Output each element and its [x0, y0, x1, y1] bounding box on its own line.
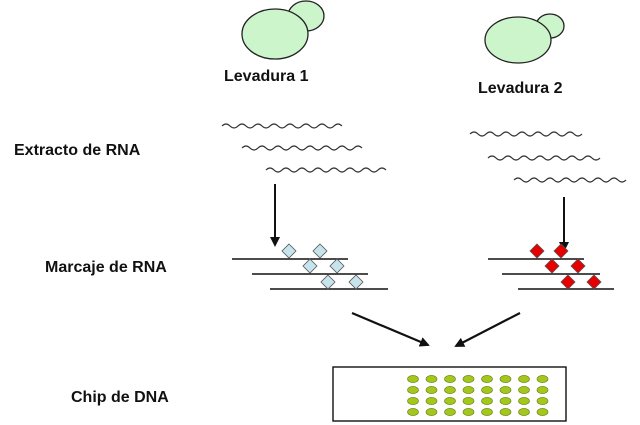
- rna-strand: [241, 145, 363, 151]
- label-marker: [570, 258, 586, 274]
- label-markers-right: [529, 243, 602, 290]
- arrow-to-chip-right: [454, 312, 521, 347]
- labeled-rna-left: [232, 258, 388, 290]
- chip-spot: [518, 386, 530, 394]
- chip-spots: [407, 375, 549, 416]
- label-marker: [544, 258, 560, 274]
- label-marker: [348, 274, 364, 290]
- chip-spot: [444, 408, 456, 416]
- chip-spot: [481, 375, 493, 383]
- yeast-2-label: Levadura 2: [478, 80, 563, 97]
- rna-strand: [469, 131, 583, 137]
- labeled-rna-right: [488, 258, 614, 290]
- chip-spot: [481, 397, 493, 405]
- chip-spot: [462, 375, 475, 383]
- arrow-to-chip-left: [351, 311, 430, 347]
- chip-spot: [499, 397, 512, 405]
- label-marker: [560, 274, 576, 290]
- rna-strand: [513, 177, 627, 183]
- label-markers-left: [281, 243, 364, 290]
- chip-spot: [499, 386, 512, 394]
- chip-spot: [536, 408, 549, 416]
- rna-strands-left: [221, 123, 387, 173]
- label-marker: [281, 243, 297, 259]
- chip-spot: [407, 375, 419, 383]
- chip-spot: [481, 386, 493, 394]
- rna-strand: [221, 123, 343, 129]
- chip-spot: [407, 408, 419, 416]
- chip-spot: [536, 397, 549, 405]
- step-chip-label: Chip de DNA: [71, 389, 169, 406]
- rna-strand: [265, 167, 387, 173]
- rna-strand: [487, 155, 601, 161]
- chip-spot: [499, 375, 512, 383]
- yeast-1-cell: [241, 0, 325, 60]
- label-marker: [586, 274, 602, 290]
- label-marker: [320, 274, 336, 290]
- chip-spot: [499, 408, 512, 416]
- chip-spot: [407, 386, 419, 394]
- step-labeling-label: Marcaje de RNA: [45, 259, 167, 276]
- chip-spot: [518, 375, 530, 383]
- label-marker: [312, 243, 328, 259]
- rna-strands-right: [469, 131, 627, 183]
- step-extract-label: Extracto de RNA: [14, 142, 141, 159]
- chip-spot: [518, 397, 530, 405]
- chip-spot: [425, 408, 438, 416]
- chip-spot: [518, 408, 530, 416]
- chip-spot: [462, 397, 475, 405]
- chip-spot: [536, 375, 549, 383]
- chip-spot: [425, 386, 438, 394]
- label-marker: [302, 258, 318, 274]
- chip-spot: [425, 375, 438, 383]
- chip-spot: [462, 386, 475, 394]
- label-marker: [329, 258, 345, 274]
- yeast-2-cell: [484, 13, 565, 64]
- chip-spot: [444, 375, 456, 383]
- chip-spot: [425, 397, 438, 405]
- chip-spot: [444, 397, 456, 405]
- chip-spot: [444, 386, 456, 394]
- yeast-1-label: Levadura 1: [224, 68, 309, 85]
- label-marker: [553, 243, 569, 259]
- chip-spot: [407, 397, 419, 405]
- chip-spot: [462, 408, 475, 416]
- chip-spot: [481, 408, 493, 416]
- chip-spot: [536, 386, 549, 394]
- label-marker: [529, 243, 545, 259]
